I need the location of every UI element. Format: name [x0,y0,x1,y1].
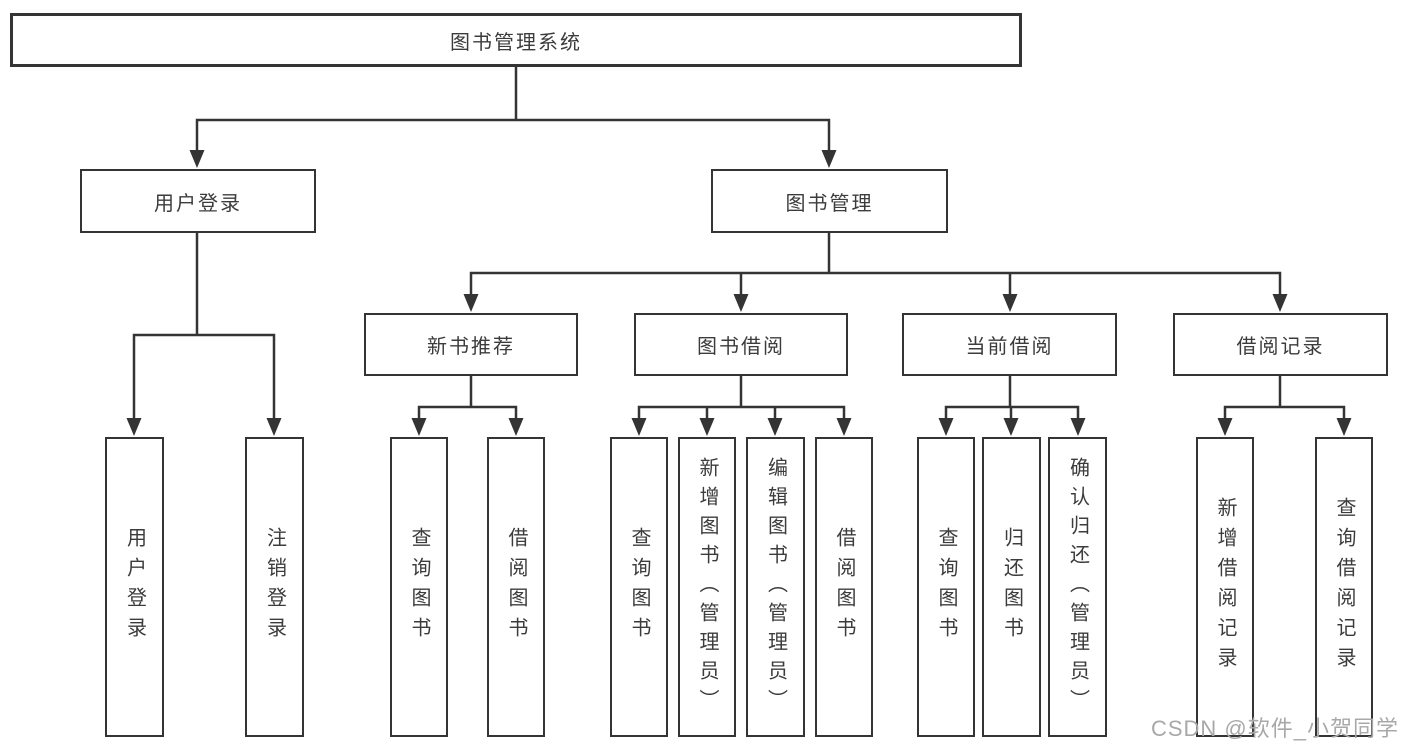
node-book-management: 图书管理 [711,169,948,233]
node-current-borrowing: 当前借阅 [902,313,1117,376]
leaf-query-books-3: 查询图书 [917,437,975,737]
leaf-confirm-return-admin: 确认归还（管理员） [1048,437,1107,737]
leaf-borrow-books-2-label: 借阅图书 [833,527,855,647]
node-user-login-label: 用户登录 [154,192,242,215]
connector-user-login-fan [132,333,276,420]
leaf-return-book: 归还图书 [982,437,1041,737]
connector-borrow-records-fan [1223,405,1346,421]
node-book-management-label: 图书管理 [785,192,874,215]
leaf-query-books-3-label: 查询图书 [935,527,957,647]
leaf-query-books-2: 查询图书 [610,437,668,737]
leaf-query-books-1-label: 查询图书 [408,527,430,647]
node-library-management-system: 图书管理系统 [10,13,1022,67]
leaf-confirm-return-admin-label: 确认归还（管理员） [1066,456,1089,718]
leaf-query-books-1: 查询图书 [390,437,448,737]
leaf-logout-label: 注销登录 [263,527,286,647]
watermark: CSDN @软件_小贺同学 [1150,716,1399,741]
connector-level1-fan [195,118,831,151]
leaf-query-books-2-label: 查询图书 [628,527,650,647]
leaf-edit-book-admin-label: 编辑图书（管理员） [764,456,787,718]
leaf-add-book-admin-label: 新增图书（管理员） [696,456,718,718]
leaf-user-login: 用户登录 [105,437,164,737]
leaf-logout: 注销登录 [245,437,304,737]
leaf-borrow-books-1: 借阅图书 [487,437,545,737]
leaf-borrow-books-2: 借阅图书 [815,437,873,737]
leaf-add-book-admin: 新增图书（管理员） [678,437,736,737]
node-library-management-system-label: 图书管理系统 [450,31,582,54]
connector-book-borrow-fan [637,405,846,421]
leaf-query-borrow-record-label: 查询借阅记录 [1333,497,1355,677]
connector-new-book-fan [417,405,518,421]
leaf-add-borrow-record: 新增借阅记录 [1196,437,1254,737]
node-new-book-recommendation-label: 新书推荐 [427,336,515,358]
leaf-borrow-books-1-label: 借阅图书 [505,527,527,647]
leaf-return-book-label: 归还图书 [1000,527,1023,647]
node-user-login: 用户登录 [80,169,316,233]
leaf-query-borrow-record: 查询借阅记录 [1315,437,1373,737]
connector-book-mgmt-fan [469,271,1282,296]
leaf-edit-book-admin: 编辑图书（管理员） [746,437,805,737]
node-book-borrowing-label: 图书借阅 [697,336,785,358]
leaf-add-borrow-record-label: 新增借阅记录 [1214,497,1236,677]
node-current-borrowing-label: 当前借阅 [965,336,1054,358]
node-borrowing-records: 借阅记录 [1173,313,1388,376]
arrowheads [126,150,1352,436]
node-borrowing-records-label: 借阅记录 [1236,336,1325,358]
leaf-user-login-label: 用户登录 [123,527,146,647]
node-new-book-recommendation: 新书推荐 [364,313,578,376]
node-book-borrowing: 图书借阅 [634,313,848,376]
